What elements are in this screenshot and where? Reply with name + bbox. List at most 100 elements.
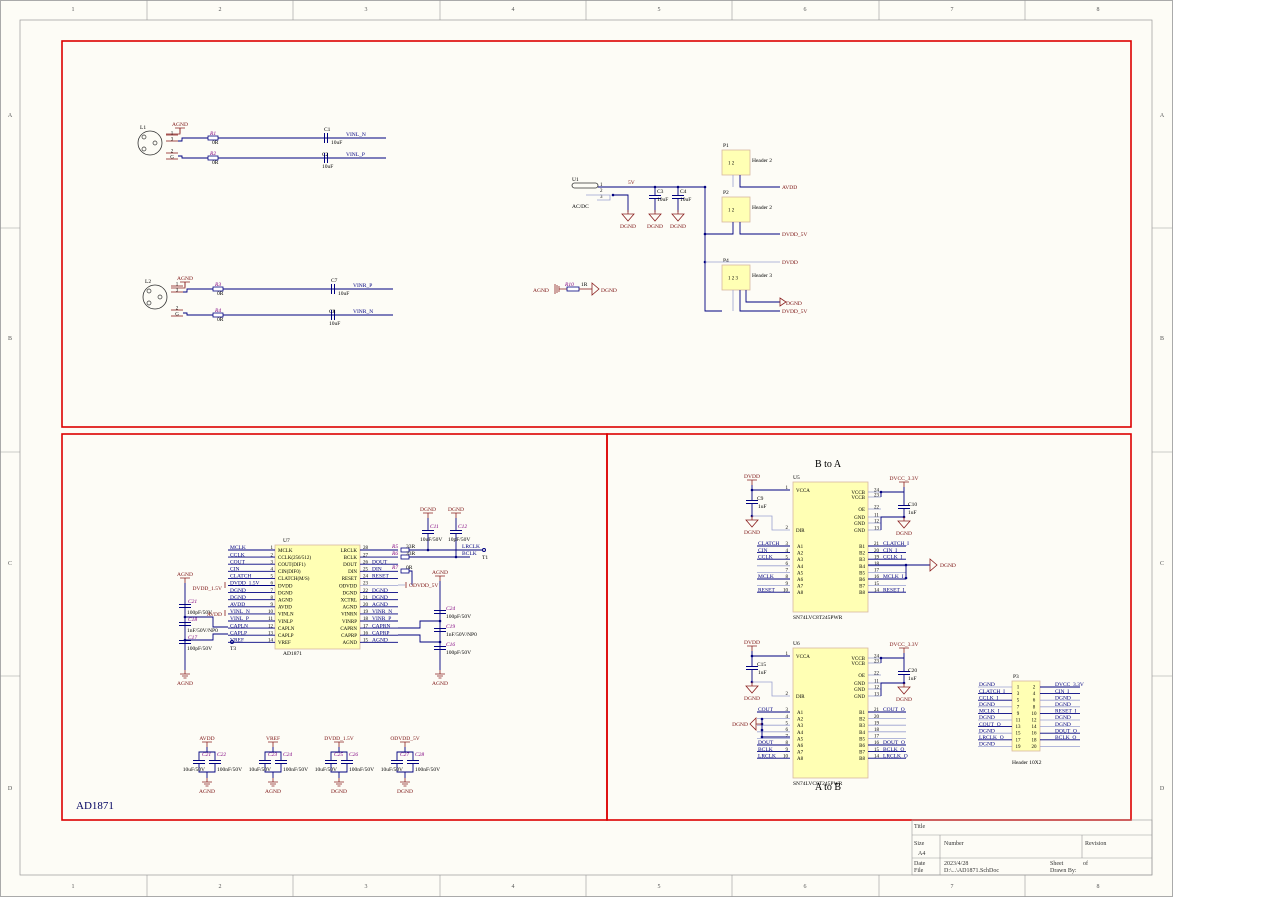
u7-pin-number: 18 [363, 617, 369, 622]
pin-name: A6 [797, 578, 804, 583]
junction-dot [760, 717, 764, 721]
vcca-net-label: DVDD [744, 474, 760, 480]
pin-name: A8 [797, 757, 804, 762]
pin-number: 17 [874, 735, 880, 740]
shifter-part: SN74LVC8T245PWR [793, 781, 843, 787]
l2-pin-number: 3 [176, 289, 179, 294]
junction-dot [760, 735, 764, 739]
l1-pin-number: 2 [171, 150, 174, 155]
level-shifter-section-frame [606, 433, 1132, 821]
p3-right-net: DVCC_3.3V [1055, 682, 1084, 688]
pin-name: VCCA [796, 655, 810, 660]
column-label-4: 4 [512, 7, 515, 13]
capacitor-icon [898, 505, 910, 509]
pin-number: 21 [874, 708, 880, 713]
vccb-net-label: DVCC_3.3V [890, 642, 919, 648]
dc-jack-icon [571, 182, 599, 189]
avdd-label: AVDD [207, 612, 222, 618]
wire [330, 747, 340, 760]
u7-part: AD1871 [283, 651, 302, 657]
p2-ref: P2 [723, 190, 729, 196]
capacitor-icon [434, 628, 446, 632]
wire [339, 751, 348, 760]
capacitor-icon [324, 133, 328, 143]
decoupling-cap-ref: C25 [334, 752, 343, 758]
u7-pin-name: VREF [278, 641, 291, 646]
column-label-2: 2 [219, 884, 222, 890]
c12-dgnd-label: DGND [448, 507, 464, 513]
p3-pin-number: 4 [1033, 692, 1036, 697]
r10-value: 1R [581, 282, 588, 288]
u7-pin-number: 2 [271, 553, 274, 558]
p2-name: Header 2 [752, 205, 772, 211]
decoupling-cap-value: 10uF/50V [315, 767, 337, 773]
pin-number: 16 [874, 575, 880, 580]
pin-name: A7 [797, 751, 804, 756]
r10-agnd-label: AGND [533, 288, 549, 294]
right-cap-ref: C19 [446, 624, 455, 630]
u7-pin-number: 24 [363, 575, 369, 580]
p3-left-net: DGND [979, 742, 995, 748]
decoupling-cap-ref: C28 [415, 752, 424, 758]
b-side-net: CCLK_I [883, 554, 902, 560]
pin-name: B5 [859, 737, 865, 742]
u7-pin-name: RESET [342, 577, 357, 582]
column-label-4: 4 [512, 884, 515, 890]
r2-value: 0R [212, 160, 219, 166]
a-side-net: LRCLK [758, 753, 776, 759]
u7-pin-number: 4 [271, 568, 274, 573]
p3-pin-number: 6 [1033, 699, 1036, 704]
dgnd-label: DGND [647, 224, 663, 230]
ground-icon [400, 778, 410, 787]
pin-name: A2 [797, 718, 804, 723]
decoupling-cap-ref: C22 [217, 752, 226, 758]
ground-icon [180, 670, 190, 679]
u7-pin-name: XCTRL [341, 599, 357, 604]
avdd-net-label: AVDD [782, 185, 797, 191]
cap-value: 1uF [758, 670, 767, 676]
l2-pin-number: 2 [176, 307, 179, 312]
pin-name: A4 [797, 731, 804, 736]
r7-value: 0R [406, 565, 413, 571]
u7-right-net: DGND [372, 588, 388, 594]
pin-name: B7 [859, 585, 865, 590]
u7-right-net: DGND [372, 595, 388, 601]
pin-name: GND [854, 529, 865, 534]
u7-left-net: CLATCH [230, 574, 251, 580]
u7-left-net: DGND [230, 588, 246, 594]
c11-value: 10uF/50V [420, 537, 442, 543]
resistor-icon [212, 312, 224, 318]
row-label: D [8, 786, 13, 792]
p1-pins: 1 2 [728, 162, 735, 167]
p3-pin-number: 9 [1017, 712, 1020, 717]
u7-left-net: VINL_P [230, 616, 249, 622]
drawn-by-label: Drawn By: [1050, 868, 1077, 874]
p3-left-net: DGND [979, 702, 995, 708]
shifter-ref: U5 [793, 475, 800, 481]
p3-pin-number: 11 [1016, 719, 1021, 724]
p3-left-net: CLATCH_I [979, 689, 1005, 695]
capacitor-icon [341, 760, 353, 764]
u7-pin-number: 7 [271, 589, 274, 594]
column-label-8: 8 [1097, 884, 1100, 890]
capacitor-icon [898, 671, 910, 675]
pin-number: 5 [786, 555, 789, 560]
agnd-label: AGND [432, 681, 448, 687]
agnd-label: AGND [177, 681, 193, 687]
pin-name: B6 [859, 578, 865, 583]
row-label: D [1160, 786, 1165, 792]
u7-pin-name: CAPLP [278, 634, 294, 639]
ad1871-chip [274, 544, 361, 650]
u7-pin-number: 23 [363, 582, 369, 587]
p3-left-net: CCLK_I [979, 695, 998, 701]
xlr-connector-icon [142, 284, 168, 310]
c8-ref: C8 [329, 309, 336, 315]
u7-pin-number: 9 [271, 603, 274, 608]
u7-pin-name: BCLK [344, 556, 358, 561]
pin-number: 16 [874, 741, 880, 746]
c1-net-label: VINL_N [346, 132, 366, 138]
p3-pin-number: 2 [1033, 686, 1036, 691]
capacitor-icon [391, 760, 403, 764]
u7-pin-number: 10 [268, 610, 274, 615]
u7-left-net: CAPLN [230, 623, 248, 629]
